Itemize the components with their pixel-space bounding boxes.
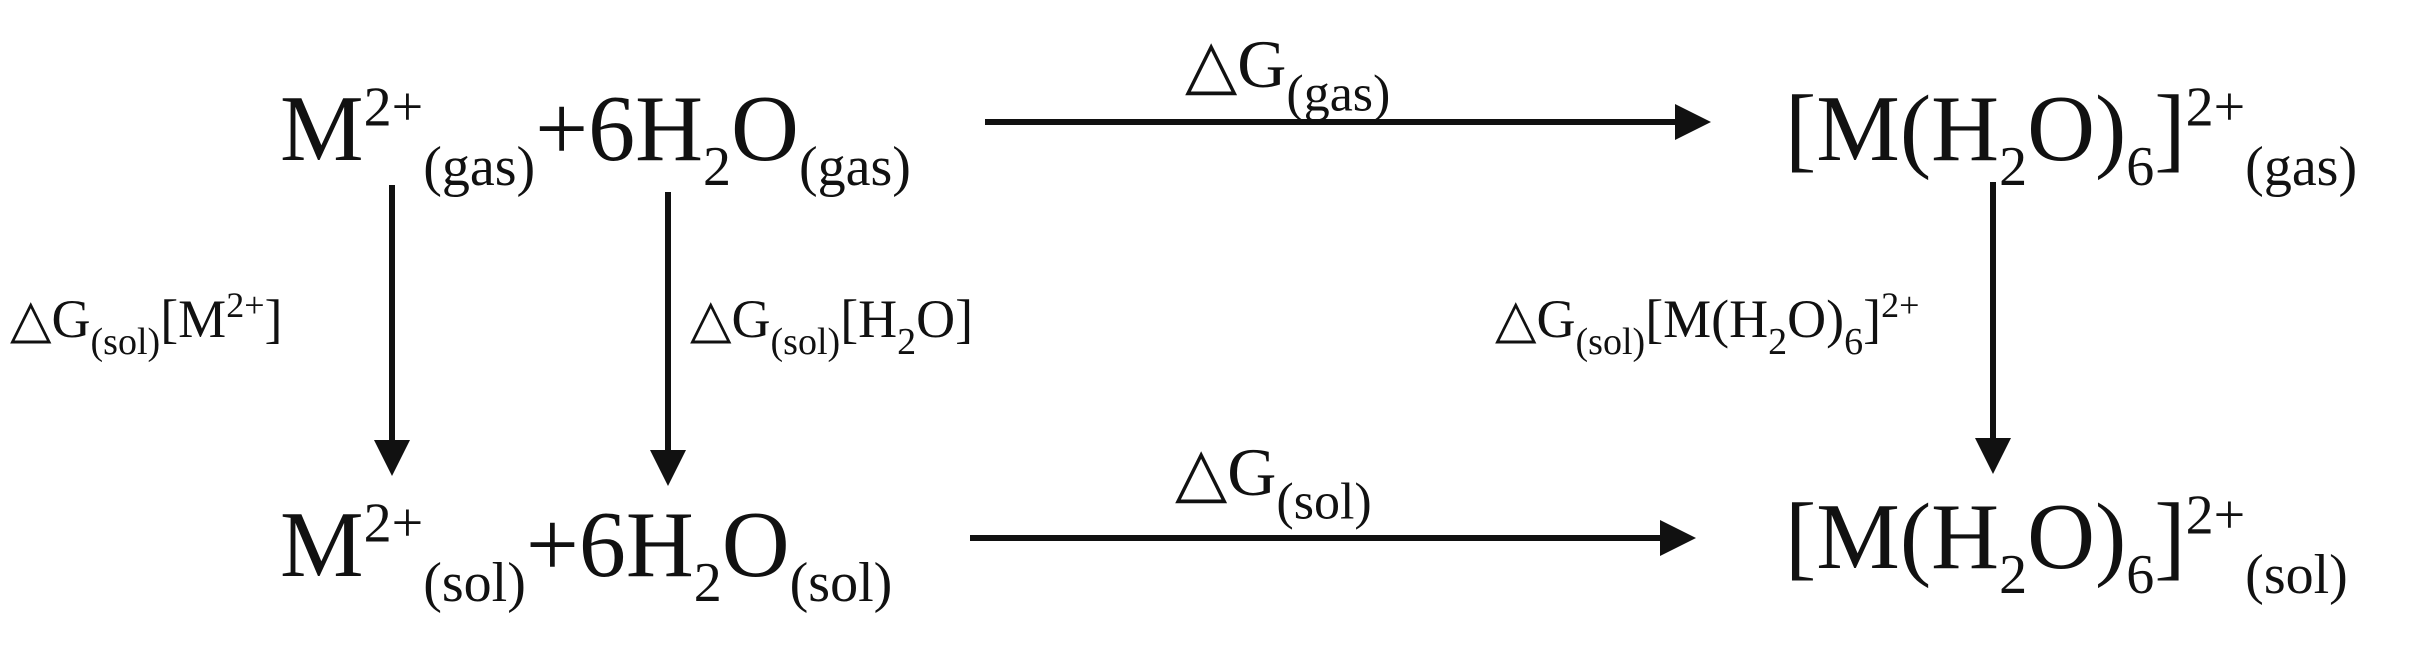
delta-icon: △ — [1495, 287, 1537, 350]
delta-g-sol-metal-label: △G(sol)[M2+] — [10, 285, 283, 364]
delta-g-sol-label: △G(sol) — [1175, 433, 1372, 531]
delta-icon: △ — [1175, 433, 1228, 512]
delta-g-sol-water-label: △G(sol)[H2O] — [690, 287, 974, 364]
reactants-gas-formula: M2+(gas)+6H2O(gas) — [280, 76, 911, 199]
delta-g-gas-label: △G(gas) — [1185, 25, 1391, 123]
delta-g-sol-complex-label: △G(sol)[M(H2O)6]2+ — [1495, 285, 1920, 364]
delta-icon: △ — [690, 287, 732, 350]
product-sol-formula: [M(H2O)6]2+(sol) — [1785, 484, 2348, 607]
product-gas-formula: [M(H2O)6]2+(gas) — [1785, 76, 2358, 199]
delta-icon: △ — [10, 287, 52, 350]
reactants-sol-formula: M2+(sol)+6H2O(sol) — [280, 492, 893, 615]
delta-icon: △ — [1185, 25, 1238, 104]
